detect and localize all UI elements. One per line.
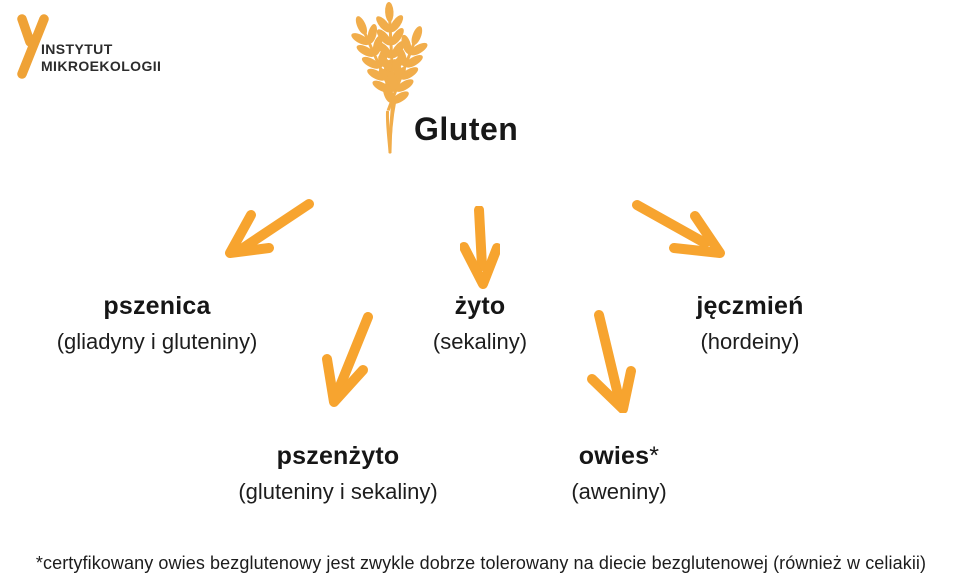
arrow-to-zyto-icon — [460, 206, 500, 289]
node-owies: owies* (aweniny) — [479, 441, 759, 506]
grain-name: żyto — [454, 292, 506, 320]
grain-proteins: (gliadyny i gluteniny) — [56, 329, 258, 354]
grain-name: owies* — [479, 441, 759, 471]
arrow-to-pszenzyto-icon — [322, 312, 373, 407]
footnote-marker: * — [649, 442, 660, 470]
grain-name: jęczmień — [696, 292, 804, 320]
grain-name: pszenica — [103, 292, 211, 320]
y-logo-mark-icon — [17, 14, 49, 79]
node-pszenzyto: pszenżyto (gluteniny i sekaliny) — [188, 441, 488, 506]
logo-line1: INSTYTUT — [41, 41, 113, 57]
grain-name: pszenżyto — [276, 442, 400, 470]
arrow-to-pszenica-icon — [225, 199, 314, 258]
logo-text: INSTYTUT MIKROEKOLOGII — [41, 41, 161, 74]
wheat-icon — [341, 0, 437, 154]
grain-proteins: (sekaliny) — [432, 329, 528, 354]
logo-line2: MIKROEKOLOGII — [41, 57, 162, 74]
node-jeczmien: jęczmień (hordeiny) — [610, 291, 890, 356]
arrow-to-owies-icon — [587, 310, 636, 413]
arrow-to-jeczmien-icon — [632, 200, 725, 258]
page-title: Gluten — [414, 111, 519, 147]
node-pszenica: pszenica (gliadyny i gluteniny) — [17, 291, 297, 356]
grain-proteins: (gluteniny i sekaliny) — [238, 479, 438, 504]
grain-proteins: (aweniny) — [571, 479, 667, 504]
node-zyto: żyto (sekaliny) — [340, 291, 620, 356]
grain-proteins: (hordeiny) — [700, 329, 800, 354]
grain-name-text: owies — [578, 442, 650, 470]
footnote: *certyfikowany owies bezglutenowy jest z… — [35, 553, 927, 573]
